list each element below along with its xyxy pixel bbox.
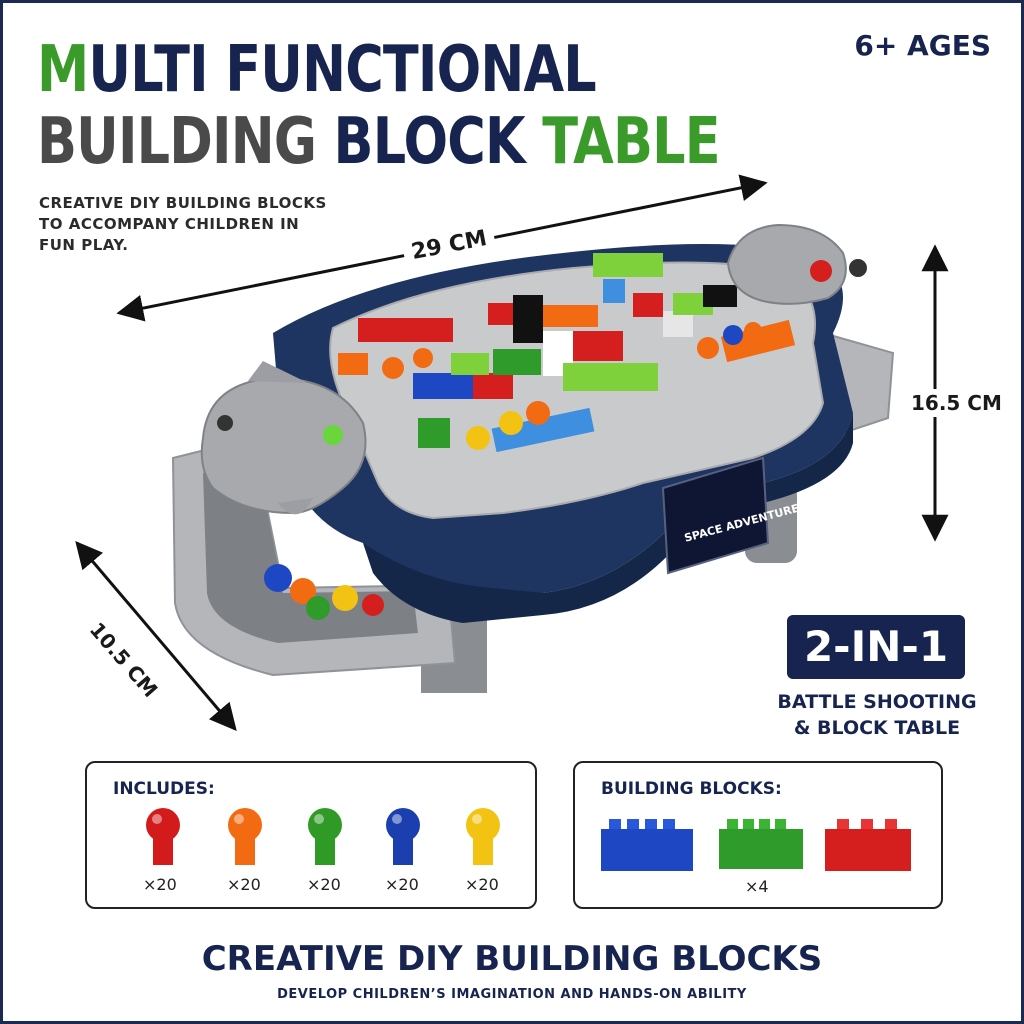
ball [382,357,404,379]
badge-subtitle: BATTLE SHOOTING & BLOCK TABLE [773,689,981,741]
block [720,319,796,363]
right-shark-eye [810,260,832,282]
badge-label: 2-IN-1 [803,622,949,671]
space-panel [661,456,770,575]
height-label: 16.5 CM [905,389,1008,417]
block [358,318,453,342]
block [451,353,489,375]
block-count: ×4 [745,877,769,896]
ball-piece-orange [228,808,262,865]
right-shark-head [726,223,847,305]
block [603,279,625,303]
title-word-building: BUILDING [37,105,317,179]
block [338,353,368,375]
ball [526,401,550,425]
ball-piece-yellow [466,808,500,865]
building-blocks-title: BUILDING BLOCKS: [601,779,782,799]
block-piece-blue [601,819,693,871]
tray-ball [264,564,292,592]
block-piece-red [825,819,911,871]
building-blocks-box: BUILDING BLOCKS: ×4 [573,761,943,909]
product-illustration: SPACE ADVENTURE [171,223,895,693]
block [563,363,658,391]
depth-arrow [75,540,237,732]
left-shark-nostril [217,415,233,431]
block-pieces [601,819,911,871]
ball-count-blue: ×20 [385,875,419,894]
block [493,349,541,375]
ball [499,411,523,435]
left-shark-eye [323,425,343,445]
left-shark-fin [248,361,308,383]
block [573,331,623,361]
ball [697,337,719,359]
tray-ball [306,596,330,620]
title-line-1: MULTI FUNCTIONAL [37,31,597,109]
block [413,373,473,399]
ball-count-yellow: ×20 [465,875,499,894]
ball-count-orange: ×20 [227,875,261,894]
title-line-1-rest: ULTI FUNCTIONAL [88,33,596,107]
block [513,295,543,343]
block [633,293,663,317]
block [473,373,513,399]
title-word-block: BLOCK [333,105,526,179]
ball [723,325,743,345]
ball-pieces [146,808,500,865]
two-in-one-badge: 2-IN-1 [787,615,965,679]
left-shark-jaw [278,498,313,515]
ball-count-red: ×20 [143,875,177,894]
ball [413,348,433,368]
ball-piece-blue [386,808,420,865]
ball-count-green: ×20 [307,875,341,894]
ball-piece-green [308,808,342,865]
ball-piece-red [146,808,180,865]
footer-title: CREATIVE DIY BUILDING BLOCKS [201,939,823,979]
age-label: 6+ AGES [854,29,991,62]
tray-ball [290,578,316,604]
title-word-table: TABLE [542,105,720,179]
right-shark-knob [849,259,867,277]
block [593,253,663,277]
includes-box: INCLUDES: [85,761,537,909]
title-first-letter: M [37,33,89,107]
block [543,305,598,327]
table-body-shade [363,413,853,623]
ball [466,426,490,450]
block [418,418,450,448]
badge-subtitle-line-2: & BLOCK TABLE [793,717,961,739]
includes-title: INCLUDES: [113,779,215,799]
title-line-2: BUILDING BLOCK TABLE [37,103,721,181]
block [663,311,693,337]
block-piece-green [719,819,803,869]
tray-ball [362,594,384,616]
footer-subtitle: DEVELOP CHILDREN’S IMAGINATION AND HANDS… [277,987,747,1002]
badge-subtitle-line-1: BATTLE SHOOTING [777,691,977,713]
ball [744,322,762,340]
tray-ball [332,585,358,611]
block [703,285,737,307]
block [491,407,595,453]
